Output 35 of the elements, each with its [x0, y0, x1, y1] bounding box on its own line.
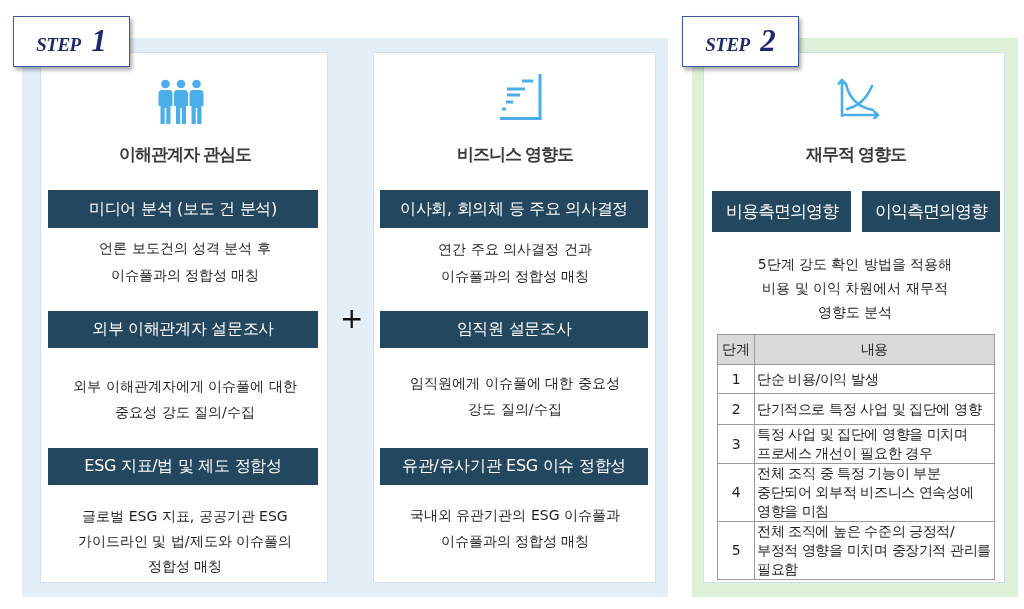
- content-card: [40, 52, 328, 583]
- description-text: 글로벌 ESG 지표, 공공기관 ESG 가이드라인 및 법/제도와 이슈풀의 정합성 매칭: [76, 507, 294, 576]
- heading-bar: ESG 지표/법 및 제도 정합성: [48, 448, 318, 485]
- description-text: 외부 이해관계자에게 이슈풀에 대한 중요성 강도 질의/수집: [72, 377, 298, 422]
- description-text: 임직원에게 이슈풀에 대한 중요성 강도 질의/수집: [410, 374, 620, 419]
- plus-sign: +: [340, 305, 364, 333]
- table-cell: 단기적으로 특정 사업 및 집단에 영향: [754, 393, 995, 425]
- content-card: [373, 52, 656, 583]
- card-title: 비즈니스 영향도: [456, 143, 574, 166]
- card-title: 이해관계자 관심도: [118, 143, 252, 166]
- header-cell: 내용: [754, 334, 995, 365]
- heading-bar: 유관/유사기관 ESG 이슈 정합성: [380, 448, 648, 485]
- description-text: 5단계 강도 확인 방법을 적용해 비용 및 이익 차원에서 재무적 영향도 분석: [756, 255, 954, 322]
- table-cell: 전체 조직에 높은 수준의 긍정적/부정적 영향을 미치며 중장기적 관리를 필요함: [754, 521, 995, 580]
- table-cell: 2: [717, 393, 755, 425]
- table-cell: 1: [717, 364, 755, 394]
- heading-bar: 미디어 분석 (보도 건 분석): [48, 190, 318, 228]
- step-tag: STEP 1: [13, 16, 130, 67]
- description-text: 언론 보도건의 성격 분석 후 이슈풀과의 정합성 매칭: [98, 239, 272, 285]
- table-cell: 5: [717, 521, 755, 580]
- table-cell: 4: [717, 463, 755, 522]
- table-cell: 단순 비용/이익 발생: [754, 364, 995, 394]
- step-tag: STEP 2: [682, 16, 799, 67]
- heading-bar: 이사회, 회의체 등 주요 의사결정: [380, 190, 648, 228]
- heading-bar: 임직원 설문조사: [380, 311, 648, 348]
- table-cell: 전체 조직 중 특정 기능이 부분 중단되어 외부적 비즈니스 연속성에 영향을 미침: [754, 463, 995, 522]
- description-text: 국내외 유관기관의 ESG 이슈풀과 이슈풀과의 정합성 매칭: [409, 506, 621, 551]
- header-cell: 단계: [717, 334, 755, 365]
- card-title: 재무적 영향도: [805, 143, 907, 166]
- heading-bar: 이익측면의영향: [862, 191, 1000, 232]
- table-cell: 특정 사업 및 집단에 영향을 미치며 프로세스 개선이 필요한 경우: [754, 424, 995, 464]
- table-cell: 3: [717, 424, 755, 464]
- description-text: 연간 주요 의사결정 건과 이슈풀과의 정합성 매칭: [437, 240, 593, 286]
- heading-bar: 비용측면의영향: [712, 191, 851, 232]
- heading-bar: 외부 이해관계자 설문조사: [48, 311, 318, 348]
